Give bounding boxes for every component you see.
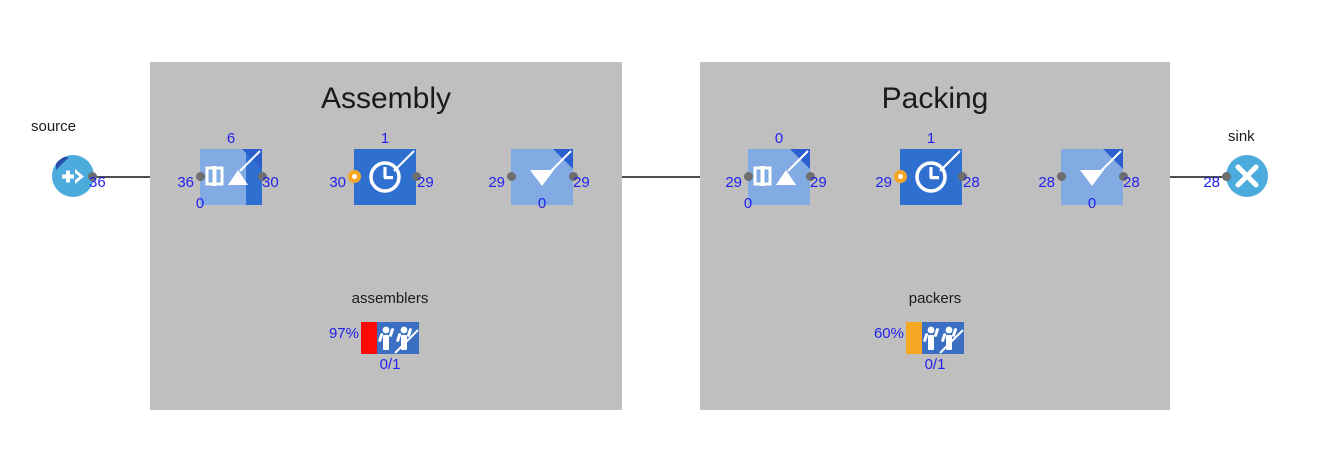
- group-title-packing: Packing: [881, 82, 989, 115]
- queue-icon: [748, 149, 810, 205]
- packing-delay-in-value: 29: [875, 174, 892, 191]
- resource-assemblers[interactable]: assemblers 97%: [305, 290, 475, 380]
- resource-assemblers-label: assemblers: [351, 290, 429, 307]
- corner-slash-icon: [1100, 150, 1122, 172]
- assembly-queue-out-port[interactable]: [258, 172, 267, 181]
- release-triangle-icon: [511, 149, 573, 205]
- resource-assemblers-icon: [361, 322, 419, 354]
- assembly-release-block[interactable]: [511, 149, 573, 205]
- assembly-queue-in-port[interactable]: [196, 172, 205, 181]
- packing-queue-in-port[interactable]: [744, 172, 753, 181]
- assembly-queue-block[interactable]: [200, 149, 262, 205]
- assembly-delay-in-value: 30: [329, 174, 346, 191]
- source-node[interactable]: [52, 155, 94, 197]
- packing-queue-in-value: 29: [725, 174, 742, 191]
- packing-queue-out-port[interactable]: [806, 172, 815, 181]
- assembly-release-bottom-value: 0: [537, 195, 547, 212]
- assembly-release-out-value: 29: [573, 174, 590, 191]
- resource-packers-util-bar: [906, 322, 922, 354]
- packing-release-out-port[interactable]: [1119, 172, 1128, 181]
- sink-cross-icon: [1235, 164, 1259, 188]
- corner-slash-icon: [787, 150, 809, 172]
- corner-slash-icon: [394, 329, 419, 354]
- packing-release-out-value: 28: [1123, 174, 1140, 191]
- resource-packers-label: packers: [908, 290, 962, 307]
- assembly-delay-in-port[interactable]: [348, 170, 361, 183]
- assembly-release-out-port[interactable]: [569, 172, 578, 181]
- sink-label: sink: [1228, 128, 1255, 145]
- release-triangle-icon: [1061, 149, 1123, 205]
- assembly-delay-top-value: 1: [380, 130, 390, 147]
- resource-assemblers-utilization: 97%: [328, 325, 359, 342]
- resource-packers-icon: [906, 322, 964, 354]
- packing-release-block[interactable]: [1061, 149, 1123, 205]
- resource-packers[interactable]: packers 60% 0/: [850, 290, 1020, 380]
- packing-queue-bottom-value: 0: [743, 195, 753, 212]
- packing-release-bottom-value: 0: [1087, 195, 1097, 212]
- source-out-port[interactable]: [88, 172, 97, 181]
- assembly-queue-in-value: 36: [177, 174, 194, 191]
- corner-slash-icon: [239, 150, 261, 172]
- source-label: source: [31, 118, 77, 135]
- queue-icon: [200, 149, 262, 205]
- clock-icon: [900, 149, 962, 205]
- resource-packers-count: 0/1: [924, 356, 946, 373]
- group-title-assembly: Assembly: [320, 82, 452, 115]
- assembly-delay-out-port[interactable]: [412, 172, 421, 181]
- assembly-release-in-port[interactable]: [507, 172, 516, 181]
- packing-delay-in-port[interactable]: [894, 170, 907, 183]
- resource-packers-utilization: 60%: [873, 325, 904, 342]
- packing-queue-out-value: 29: [810, 174, 827, 191]
- packing-delay-block[interactable]: [900, 149, 962, 205]
- assembly-delay-block[interactable]: [354, 149, 416, 205]
- assembly-queue-bottom-value: 0: [195, 195, 205, 212]
- packing-release-in-port[interactable]: [1057, 172, 1066, 181]
- assembly-queue-top-value: 6: [226, 130, 236, 147]
- packing-release-in-value: 28: [1038, 174, 1055, 191]
- sink-in-value: 28: [1203, 174, 1220, 191]
- source-plus-arrow-icon: [62, 169, 84, 184]
- sink-node[interactable]: [1226, 155, 1268, 197]
- corner-slash-icon: [939, 329, 964, 354]
- flow-connector-line: [72, 176, 1250, 178]
- packing-queue-block[interactable]: [748, 149, 810, 205]
- packing-delay-out-value: 28: [963, 174, 980, 191]
- assembly-queue-out-value: 30: [262, 174, 279, 191]
- source-out-value: 36: [89, 174, 106, 191]
- resource-assemblers-count: 0/1: [379, 356, 401, 373]
- packing-delay-out-port[interactable]: [958, 172, 967, 181]
- packing-delay-top-value: 1: [926, 130, 936, 147]
- corner-slash-icon: [550, 150, 572, 172]
- resource-assemblers-util-bar: [361, 322, 377, 354]
- sink-in-port[interactable]: [1222, 172, 1231, 181]
- assembly-release-in-value: 29: [488, 174, 505, 191]
- assembly-delay-out-value: 29: [417, 174, 434, 191]
- clock-icon: [354, 149, 416, 205]
- packing-queue-top-value: 0: [774, 130, 784, 147]
